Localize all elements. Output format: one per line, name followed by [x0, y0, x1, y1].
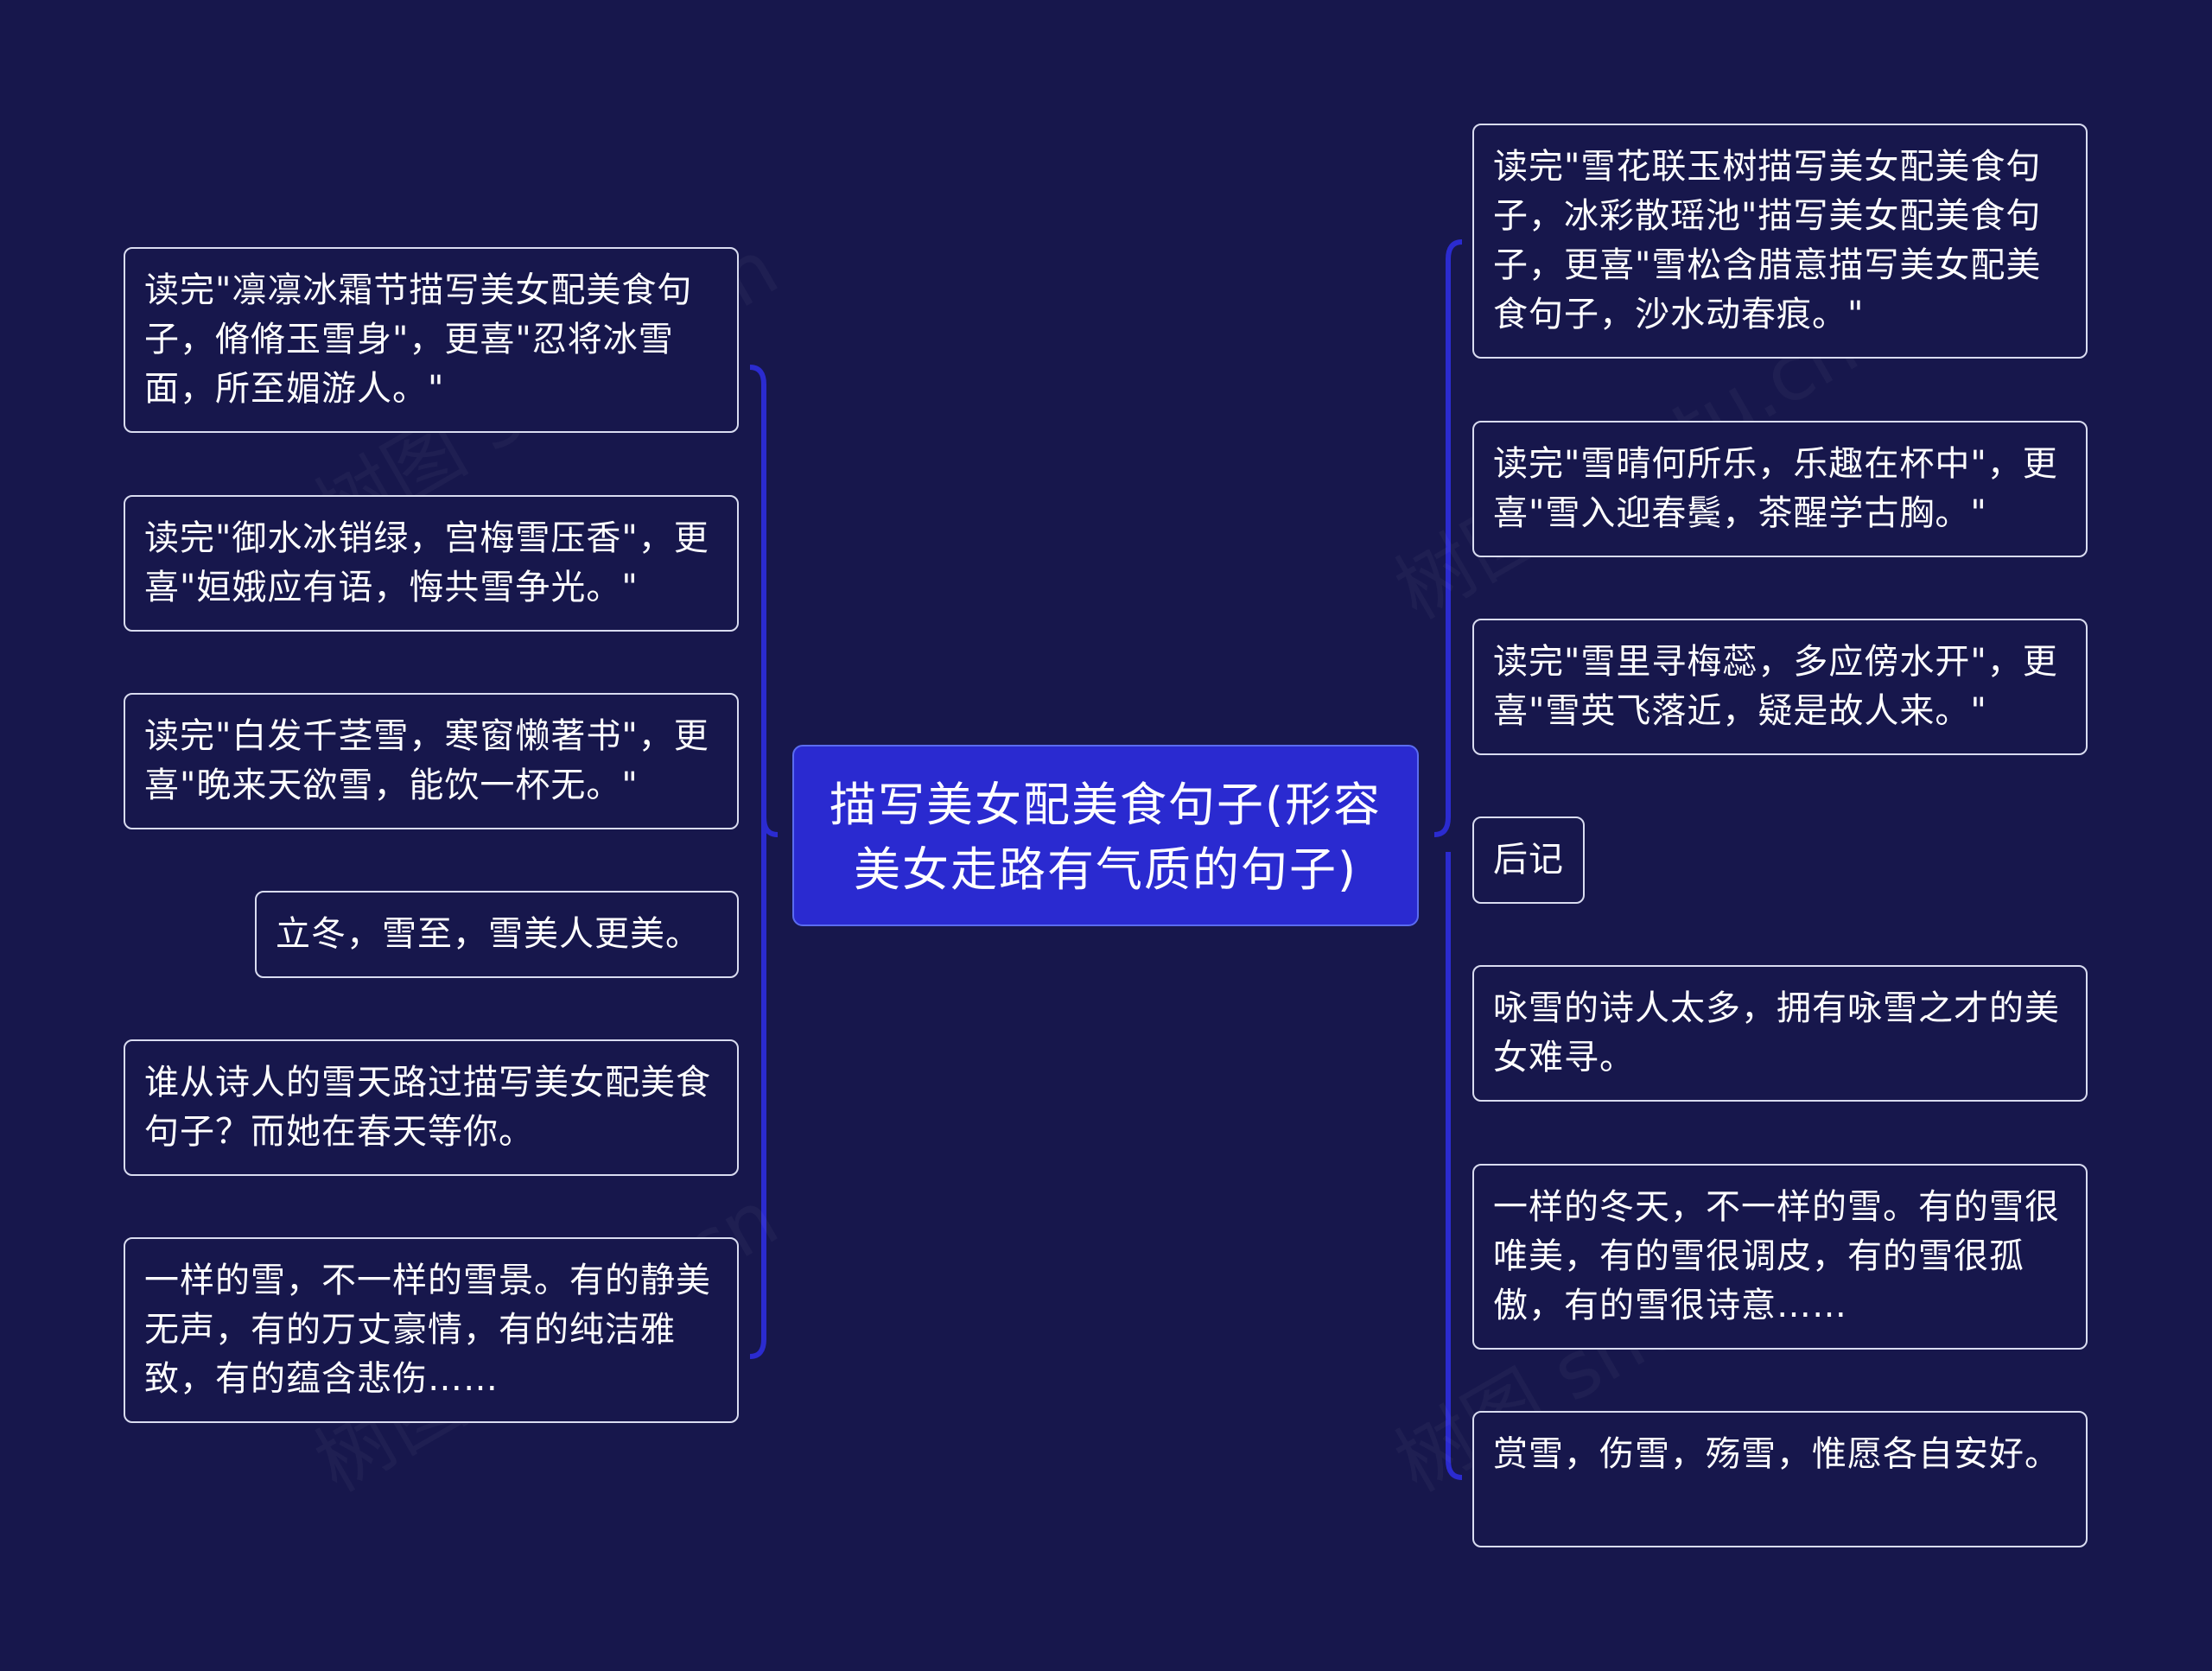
- right-node-3[interactable]: 读完"雪里寻梅蕊，多应傍水开"，更喜"雪英飞落近，疑是故人来。": [1472, 619, 2088, 755]
- right-node-4[interactable]: 后记: [1472, 816, 1585, 904]
- central-topic[interactable]: 描写美女配美食句子(形容美女走路有气质的句子): [792, 745, 1419, 926]
- left-bracket: [749, 365, 779, 1359]
- right-node-5[interactable]: 咏雪的诗人太多，拥有咏雪之才的美女难寻。: [1472, 965, 2088, 1102]
- right-node-1[interactable]: 读完"雪花联玉树描写美女配美食句子，冰彩散瑶池"描写美女配美食句子，更喜"雪松含…: [1472, 124, 2088, 359]
- right-node-7[interactable]: 赏雪，伤雪，殇雪，惟愿各自安好。: [1472, 1411, 2088, 1547]
- left-node-5[interactable]: 谁从诗人的雪天路过描写美女配美食句子？而她在春天等你。: [124, 1039, 739, 1176]
- left-node-3[interactable]: 读完"白发千茎雪，寒窗懒著书"，更喜"晚来天欲雪，能饮一杯无。": [124, 693, 739, 829]
- left-node-4[interactable]: 立冬，雪至，雪美人更美。: [255, 891, 739, 978]
- right-bracket: [1433, 239, 1463, 1480]
- right-node-6[interactable]: 一样的冬天，不一样的雪。有的雪很唯美，有的雪很调皮，有的雪很孤傲，有的雪很诗意……: [1472, 1164, 2088, 1350]
- right-node-2[interactable]: 读完"雪晴何所乐，乐趣在杯中"，更喜"雪入迎春鬓，茶醒学古胸。": [1472, 421, 2088, 557]
- left-node-2[interactable]: 读完"御水冰销绿，宫梅雪压香"，更喜"姮娥应有语，悔共雪争光。": [124, 495, 739, 632]
- left-node-1[interactable]: 读完"凛凛冰霜节描写美女配美食句子，脩脩玉雪身"，更喜"忍将冰雪面，所至媚游人。…: [124, 247, 739, 433]
- left-node-6[interactable]: 一样的雪，不一样的雪景。有的静美无声，有的万丈豪情，有的纯洁雅致，有的蕴含悲伤……: [124, 1237, 739, 1423]
